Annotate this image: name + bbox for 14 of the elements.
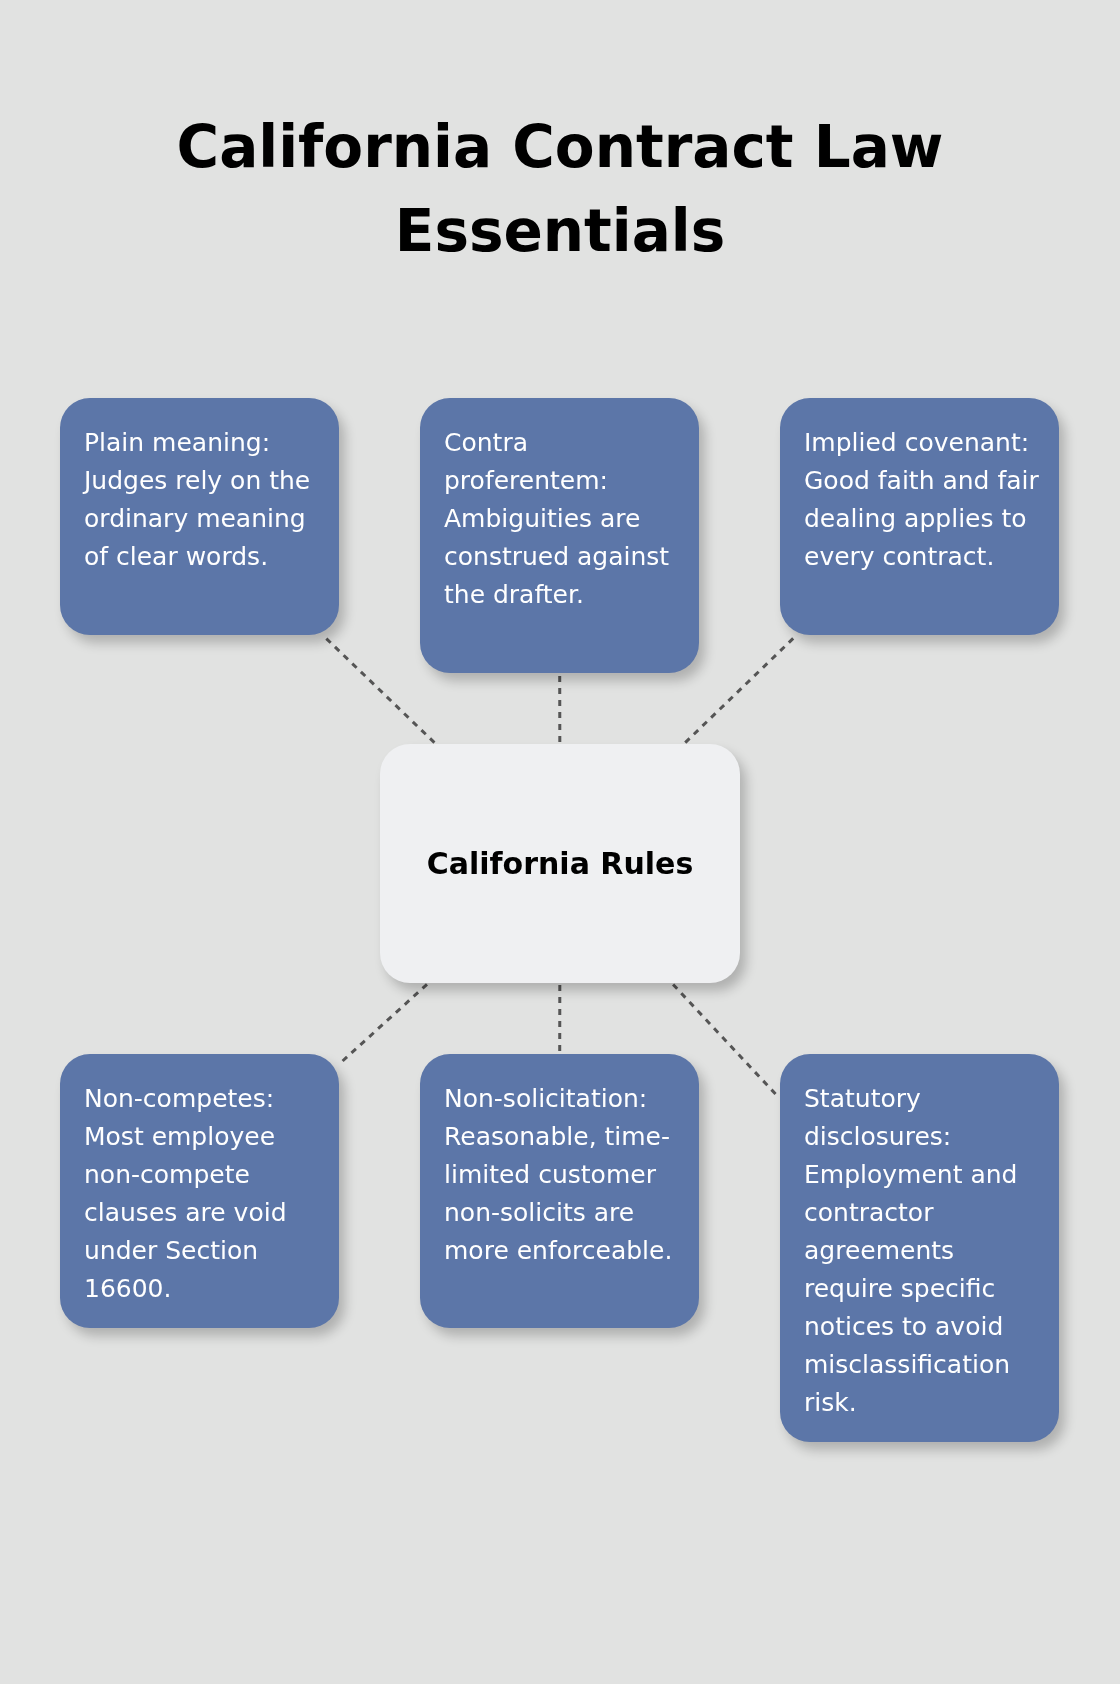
box-text: Statutory disclosures: Employment and contractor agreements require specific notices to avoid misclassification risk. [804,1083,1019,1419]
dashed-connector [684,635,797,744]
dashed-connector [558,985,562,1052]
box-text: Plain meaning: Judges rely on the ordinary meaning of clear words. [84,427,312,573]
box-text: Implied covenant: Good faith and fair dealing applies to every contract. [804,427,1039,573]
diagram-title: California Contract Law Essentials [175,112,945,267]
central-topic-box [380,744,740,983]
box-text: Contra proferentem: Ambiguities are construed against the drafter. [444,427,671,611]
dashed-connector [323,635,436,744]
box-text: Non-solicitation: Reasonable, time-limited customer non-solicits are more enforceable. [444,1083,674,1267]
box-text: Non-competes: Most employee non-compete clauses are void under Section 16600. [84,1083,288,1305]
box-text: California Rules [426,846,694,881]
dashed-connector [339,983,428,1065]
dashed-connector [558,675,562,742]
